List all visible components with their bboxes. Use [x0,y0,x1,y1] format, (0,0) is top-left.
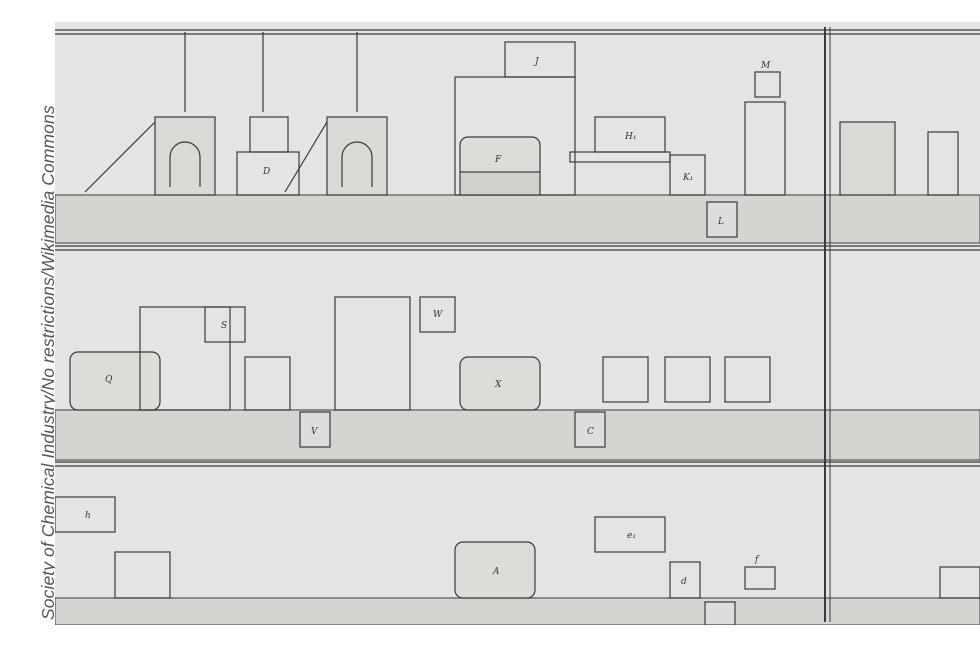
column [927,131,959,196]
svg-text:H₁: H₁ [624,132,636,142]
level-2-equipment [69,296,771,448]
tank-S [204,306,246,343]
tank-J [504,41,576,78]
boiler-X [459,356,541,411]
tank-d [669,561,701,599]
svg-text:K₁: K₁ [682,173,693,183]
overhead-pipes [55,27,980,622]
tank-C [574,411,606,448]
svg-text:e₁: e₁ [627,531,636,541]
svg-text:F: F [494,155,502,165]
tank-L [706,201,738,238]
svg-text:J: J [533,57,540,67]
tower-M [744,101,786,196]
vat-h [54,496,116,533]
svg-text:A: A [492,567,500,577]
vat-h2 [114,551,171,599]
tank-lower [704,601,736,626]
svg-text:f: f [754,555,760,565]
level-3-equipment [54,496,980,626]
svg-text:h: h [85,511,91,521]
floor-slab-1 [54,194,980,244]
brick-furnace-right [326,116,388,196]
frame-2b [334,296,411,411]
floor-slab-3 [54,597,980,626]
svg-text:S: S [221,321,227,331]
factory-plan-drawing: J F H₁ K₁ L M D S W X Q V C h A e₁ d f [54,22,980,626]
svg-text:D: D [262,167,270,177]
drum-M [754,71,781,98]
brick-furnace-left [154,116,216,196]
svg-text:M: M [760,61,771,71]
svg-text:W: W [433,310,443,320]
vat-right [939,566,980,599]
boiler-Q [69,351,161,411]
frame-2a [139,306,231,411]
brick-still [839,121,896,196]
vat [244,356,291,411]
svg-text:C: C [587,427,594,437]
svg-text:L: L [717,217,724,227]
tank-W [419,296,456,333]
drum-f [744,566,776,590]
vat-2 [664,356,711,403]
vat-1 [602,356,649,403]
drawing-labels: J F H₁ K₁ L M D S W X Q V C h A e₁ d f [85,57,771,587]
stand [236,151,300,196]
tank-V [299,411,331,448]
tank-e1 [594,516,666,553]
svg-text:Q: Q [105,375,113,385]
floor-slab-2 [54,409,980,461]
engraving-svg: J F H₁ K₁ L M D S W X Q V C h A e₁ d f [54,27,980,626]
svg-text:d: d [681,577,687,587]
svg-text:V: V [311,427,319,437]
barrel [249,116,289,153]
vat-3 [724,356,771,403]
svg-text:X: X [494,380,502,390]
level-1-equipment [84,32,959,238]
boiler-lower [454,541,536,599]
tank-K1 [669,154,706,196]
